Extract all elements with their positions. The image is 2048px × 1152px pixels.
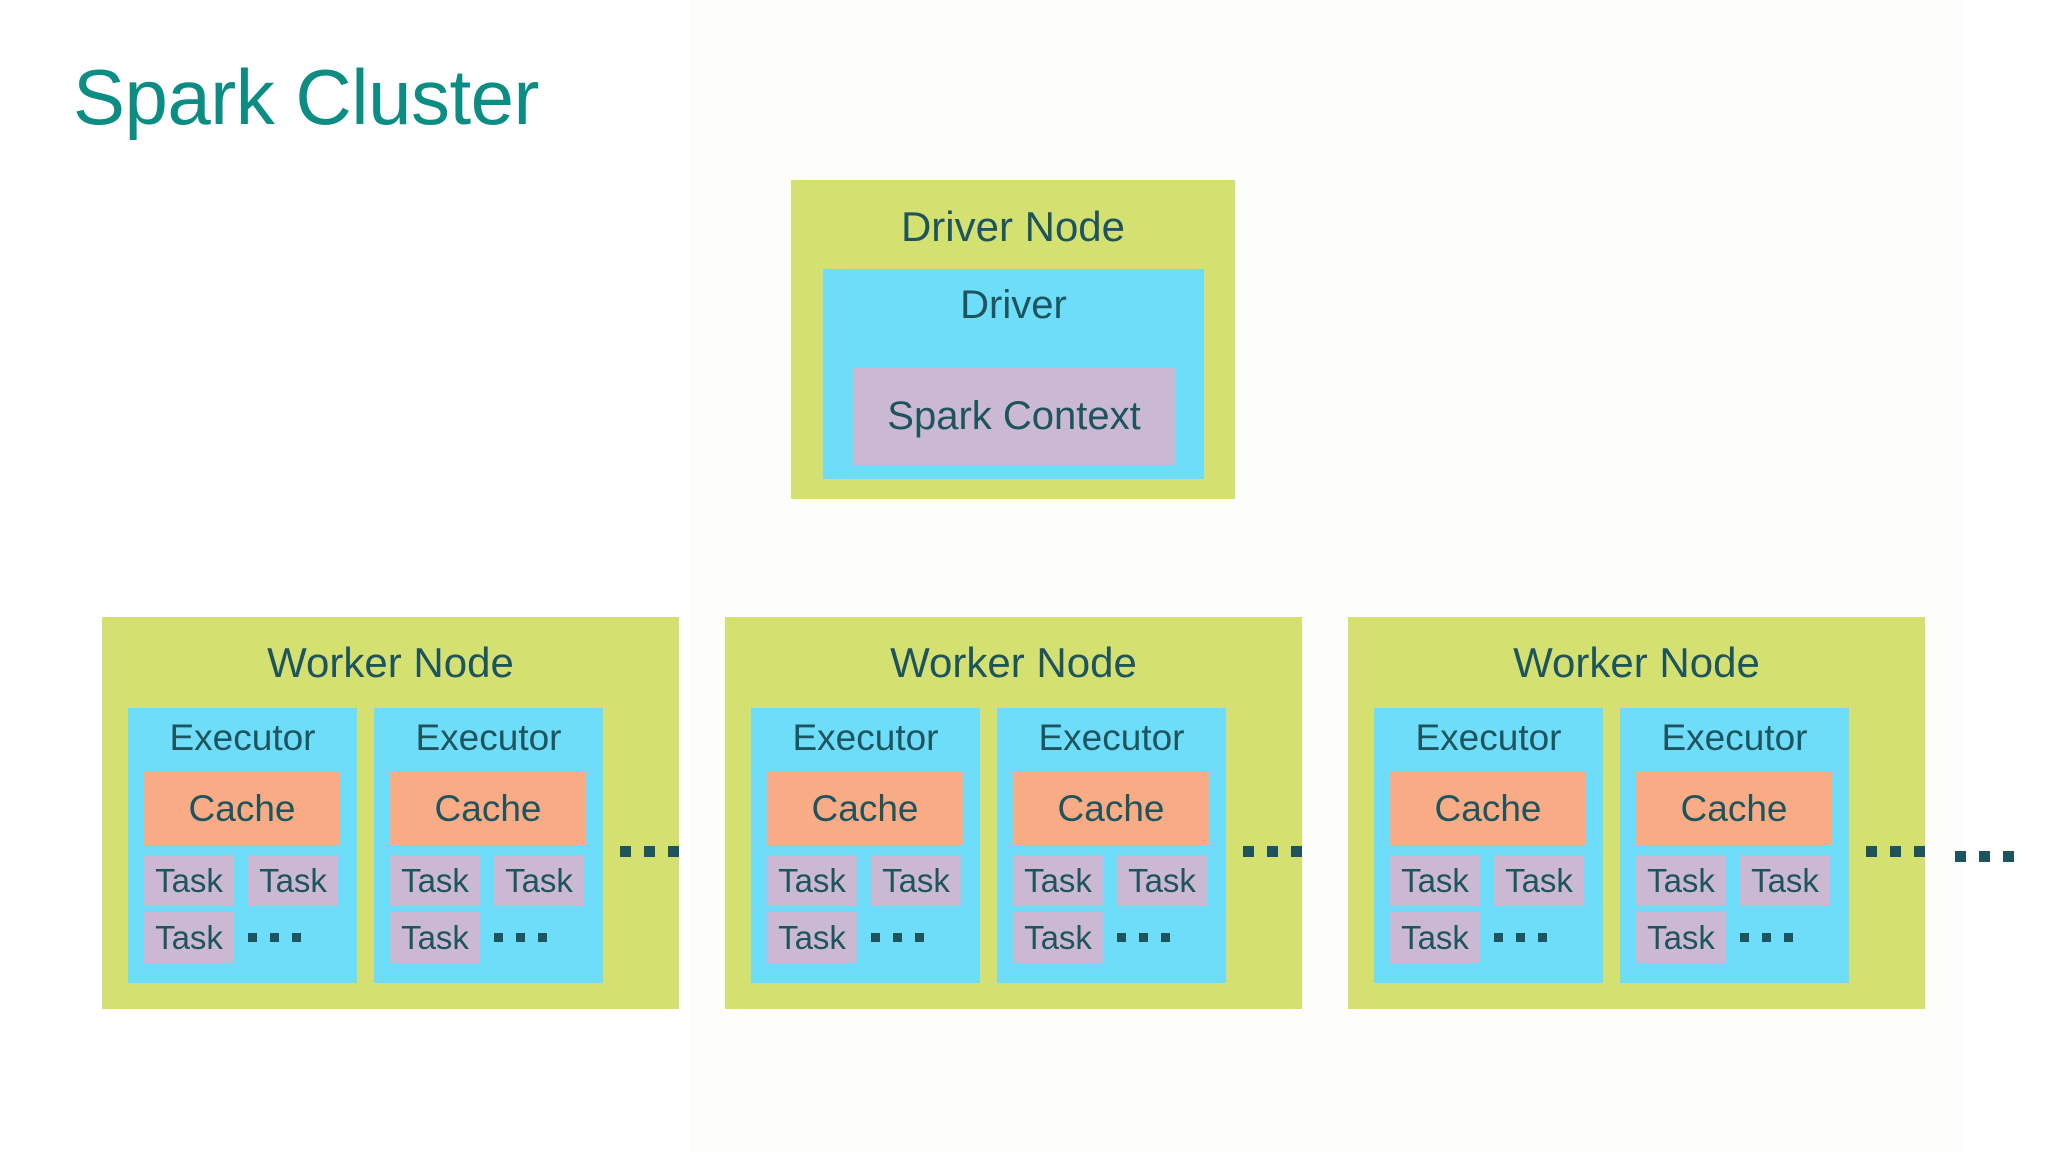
- cache-box: Cache: [144, 772, 340, 845]
- task-box: Task: [1013, 855, 1103, 906]
- task-row: Task Task: [390, 855, 584, 906]
- page-title: Spark Cluster: [73, 53, 540, 141]
- cache-box: Cache: [1390, 772, 1586, 845]
- spark-context-box: Spark Context: [853, 368, 1175, 465]
- executor-label: Executor: [1415, 717, 1562, 758]
- executor: Executor Cache Task Task Task: [1374, 708, 1603, 983]
- more-tasks-ellipsis-icon: [248, 933, 301, 942]
- task-box: Task: [1390, 912, 1480, 963]
- executor: Executor Cache Task Task Task: [1620, 708, 1849, 983]
- task-box: Task: [248, 855, 338, 906]
- task-box: Task: [1636, 912, 1726, 963]
- more-tasks-ellipsis-icon: [1740, 933, 1793, 942]
- more-tasks-ellipsis-icon: [871, 933, 924, 942]
- executor-label: Executor: [169, 717, 316, 758]
- task-row: Task Task: [1636, 855, 1830, 906]
- more-executors-ellipsis-icon: [620, 846, 679, 857]
- cache-box: Cache: [767, 772, 963, 845]
- cache-box: Cache: [1636, 772, 1832, 845]
- more-tasks-ellipsis-icon: [1494, 933, 1547, 942]
- task-box: Task: [1390, 855, 1480, 906]
- task-box: Task: [1740, 855, 1830, 906]
- task-box: Task: [144, 912, 234, 963]
- executor-label: Executor: [1038, 717, 1185, 758]
- worker-node: Worker Node Executor Cache Task Task Tas…: [102, 617, 679, 1009]
- executor-label: Executor: [792, 717, 939, 758]
- more-executors-ellipsis-icon: [1243, 846, 1302, 857]
- task-row: Task: [390, 912, 547, 963]
- worker-node: Worker Node Executor Cache Task Task Tas…: [1348, 617, 1925, 1009]
- task-row: Task: [144, 912, 301, 963]
- task-row: Task: [1390, 912, 1547, 963]
- task-row: Task Task: [1013, 855, 1207, 906]
- worker-node-label: Worker Node: [267, 639, 514, 686]
- task-box: Task: [1013, 912, 1103, 963]
- worker-node-label: Worker Node: [1513, 639, 1760, 686]
- task-row: Task: [1013, 912, 1170, 963]
- task-box: Task: [871, 855, 961, 906]
- executor: Executor Cache Task Task Task: [997, 708, 1226, 983]
- task-box: Task: [1117, 855, 1207, 906]
- task-box: Task: [144, 855, 234, 906]
- task-box: Task: [767, 912, 857, 963]
- executor: Executor Cache Task Task Task: [374, 708, 603, 983]
- driver-node-label: Driver Node: [900, 203, 1126, 250]
- driver-box: Driver Spark Context: [823, 269, 1204, 479]
- driver-node: Driver Node Driver Spark Context: [791, 180, 1235, 499]
- worker-node: Worker Node Executor Cache Task Task Tas…: [725, 617, 1302, 1009]
- cache-box: Cache: [390, 772, 586, 845]
- more-worker-nodes-ellipsis-icon: [1955, 851, 2014, 862]
- executor: Executor Cache Task Task Task: [751, 708, 980, 983]
- worker-node-label: Worker Node: [890, 639, 1137, 686]
- task-box: Task: [494, 855, 584, 906]
- more-tasks-ellipsis-icon: [494, 933, 547, 942]
- task-row: Task Task: [144, 855, 338, 906]
- more-tasks-ellipsis-icon: [1117, 933, 1170, 942]
- task-box: Task: [390, 912, 480, 963]
- task-row: Task: [1636, 912, 1793, 963]
- more-executors-ellipsis-icon: [1866, 846, 1925, 857]
- task-box: Task: [390, 855, 480, 906]
- cache-box: Cache: [1013, 772, 1209, 845]
- task-box: Task: [1636, 855, 1726, 906]
- driver-label: Driver: [960, 283, 1067, 327]
- task-row: Task Task: [767, 855, 961, 906]
- task-row: Task Task: [1390, 855, 1584, 906]
- task-row: Task: [767, 912, 924, 963]
- task-box: Task: [1494, 855, 1584, 906]
- executor-label: Executor: [1661, 717, 1808, 758]
- task-box: Task: [767, 855, 857, 906]
- executor-label: Executor: [415, 717, 562, 758]
- executor: Executor Cache Task Task Task: [128, 708, 357, 983]
